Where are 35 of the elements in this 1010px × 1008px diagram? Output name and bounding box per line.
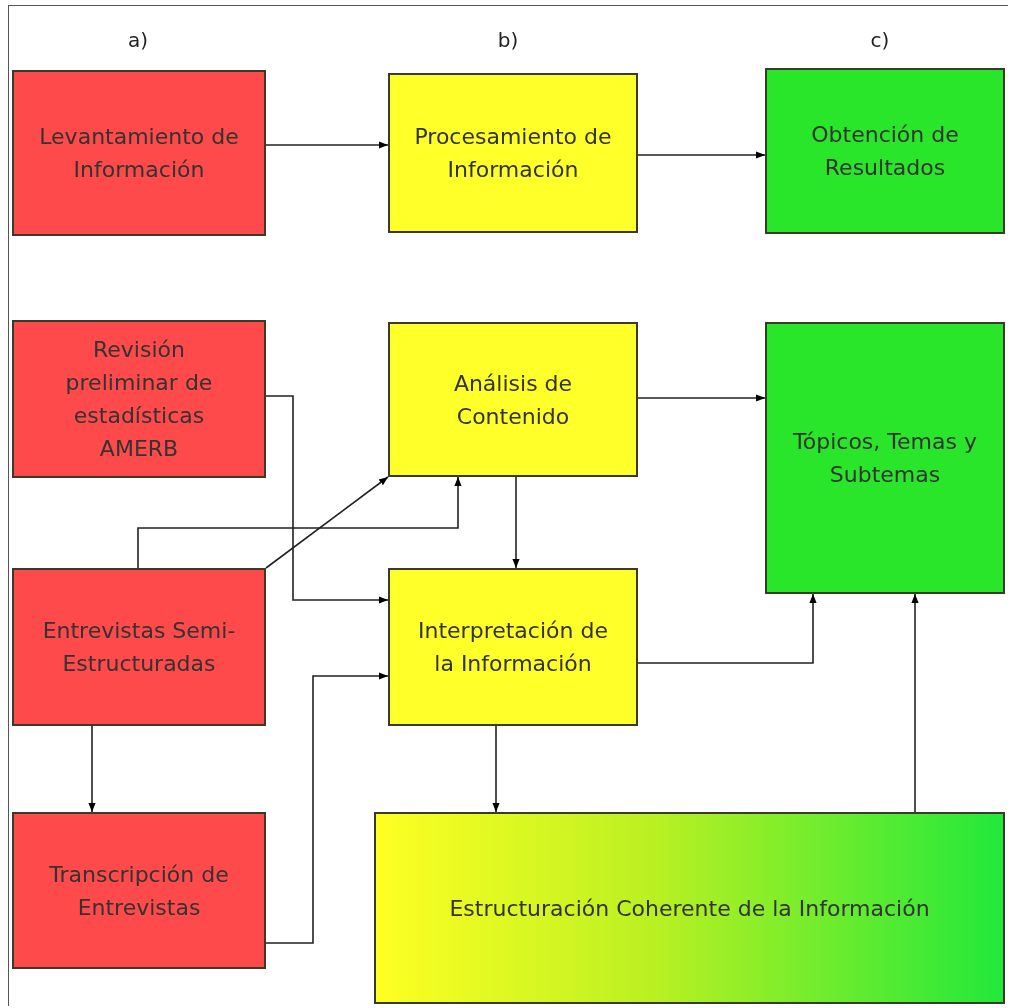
arrow	[265, 672, 389, 944]
box-text: Obtención de Resultados	[810, 121, 960, 182]
process-box	[12, 320, 266, 478]
process-box	[388, 322, 638, 477]
box-text: Análisis de Contenido	[452, 369, 574, 431]
arrow	[512, 476, 520, 569]
box-text: Procesamiento de Información	[413, 123, 613, 184]
process-box	[12, 812, 266, 969]
arrow	[911, 593, 919, 813]
process-box	[12, 568, 266, 726]
box-text: Transcripción de Entrevistas	[48, 860, 230, 922]
arrow	[637, 151, 766, 159]
process-box	[12, 70, 266, 236]
arrow	[265, 141, 389, 149]
process-box	[765, 322, 1005, 594]
arrow	[492, 725, 500, 813]
process-box	[765, 68, 1005, 234]
arrow	[265, 476, 389, 569]
box-text: Entrevistas Semi-Estructuradas	[41, 617, 237, 678]
arrow	[637, 394, 766, 402]
box-text: Revisión preliminar de estadísticas AMERB	[64, 336, 214, 463]
arrow	[637, 593, 817, 664]
box-text: Estructuración Coherente de la Información	[449, 894, 930, 923]
box-text: Tópicos, Temas y Subtemas	[792, 428, 978, 489]
process-box	[388, 568, 638, 726]
column-label: a)	[127, 28, 149, 52]
process-box	[374, 812, 1005, 1004]
column-label: b)	[497, 28, 519, 52]
arrow	[265, 395, 389, 604]
column-label: c)	[870, 28, 890, 52]
box-text: Levantamiento de Información	[38, 123, 240, 184]
process-box	[388, 73, 638, 233]
arrow	[137, 476, 462, 569]
arrow	[88, 725, 96, 813]
box-text: Interpretación de la Información	[417, 617, 609, 678]
